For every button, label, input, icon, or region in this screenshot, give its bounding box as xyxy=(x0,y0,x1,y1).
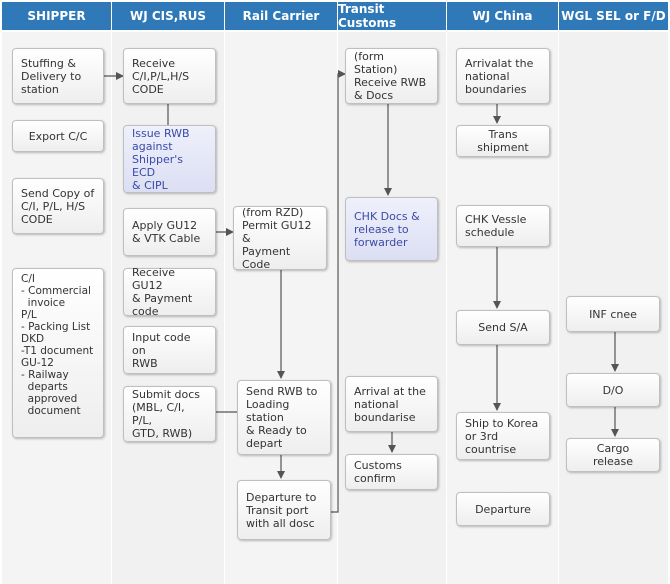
box-permit-gu12: (from RZD) Permit GU12 & Payment Code xyxy=(233,205,327,271)
lane-header-wgl: WGL SEL or F/D xyxy=(559,2,668,30)
box-submit-docs-label: Submit docs (MBL, C/I, P/L, GTD, RWB) xyxy=(132,388,201,440)
box-inf-cnee: INF cnee xyxy=(566,296,660,332)
lane-header-wj-cis: WJ CIS,RUS xyxy=(112,2,225,30)
box-stuffing-delivery-label: Stuffing & Delivery to station xyxy=(21,56,82,96)
box-send-sa-label: Send S/A xyxy=(478,321,528,334)
box-send-copy-label: Send Copy of C/I, P/L, H/S CODE xyxy=(21,186,95,226)
box-receive-ci: Receive C/I,P/L,H/S CODE xyxy=(123,48,216,104)
box-apply-gu12-label: Apply GU12 & VTK Cable xyxy=(132,219,201,245)
box-submit-docs: Submit docs (MBL, C/I, P/L, GTD, RWB) xyxy=(123,386,216,442)
box-send-rwb-label: Send RWB to Loading station & Ready to d… xyxy=(246,385,318,450)
box-arrival-boundarise: Arrival at the national boundarise xyxy=(345,376,438,432)
box-export-cc-label: Export C/C xyxy=(28,129,88,143)
box-chk-docs-label: CHK Docs & release to forwarder xyxy=(354,209,420,249)
box-chk-docs: CHK Docs & release to forwarder xyxy=(345,197,438,261)
lane-header-transit: Transit Customs xyxy=(338,2,447,30)
box-cargo-release-label: Cargo release xyxy=(592,442,634,468)
box-departure-label: Departure xyxy=(475,502,531,516)
box-receive-rwb-label: (form Station) Receive RWB & Docs xyxy=(354,50,427,102)
box-receive-ci-label: Receive C/I,P/L,H/S CODE xyxy=(132,56,190,96)
box-trans-shipment-label: Trans shipment xyxy=(477,128,529,154)
box-trans-shipment: Trans shipment xyxy=(456,125,550,157)
box-input-code-label: Input code on RWB xyxy=(132,330,191,370)
box-do: D/O xyxy=(566,373,660,407)
box-customs-confirm-label: Customs confirm xyxy=(354,459,402,485)
box-input-code: Input code on RWB xyxy=(123,326,216,374)
lane-background-transit xyxy=(338,32,446,584)
box-customs-confirm: Customs confirm xyxy=(345,454,438,490)
box-send-rwb: Send RWB to Loading station & Ready to d… xyxy=(237,380,331,455)
box-chk-vessel-label: CHK Vessle schedule xyxy=(465,213,527,239)
box-cargo-release: Cargo release xyxy=(566,438,660,472)
box-inf-cnee-label: INF cnee xyxy=(589,307,637,321)
box-ship-korea: Ship to Korea or 3rd countrise xyxy=(456,412,550,460)
box-do-label: D/O xyxy=(602,383,624,397)
box-arrival-boundaries: Arrivalat the national boundaries xyxy=(456,48,550,104)
box-document-list: C/I - Commercial invoice P/L - Packing L… xyxy=(12,268,104,438)
box-document-list-label: C/I - Commercial invoice P/L - Packing L… xyxy=(21,273,94,417)
box-issue-rwb: Issue RWB against Shipper's ECD & CIPL xyxy=(123,125,216,193)
lane-header-shipper: SHIPPER xyxy=(2,2,112,30)
lane-header-wj-china: WJ China xyxy=(447,2,559,30)
box-chk-vessel: CHK Vessle schedule xyxy=(456,205,550,247)
box-departure: Departure xyxy=(456,492,550,526)
box-issue-rwb-label: Issue RWB against Shipper's ECD & CIPL xyxy=(132,126,190,192)
box-arrival-boundaries-label: Arrivalat the national boundaries xyxy=(465,56,534,96)
box-departure-transit-label: Departure to Transit port with all dosc xyxy=(246,490,317,530)
box-send-sa: Send S/A xyxy=(456,310,550,345)
box-departure-transit: Departure to Transit port with all dosc xyxy=(237,480,331,540)
box-receive-gu12-label: Receive GU12 & Payment code xyxy=(132,266,193,318)
box-permit-gu12-label: (from RZD) Permit GU12 & Payment Code xyxy=(242,205,312,271)
box-stuffing-delivery: Stuffing & Delivery to station xyxy=(12,48,104,104)
box-export-cc: Export C/C xyxy=(12,120,104,152)
box-apply-gu12: Apply GU12 & VTK Cable xyxy=(123,208,216,256)
box-receive-rwb: (form Station) Receive RWB & Docs xyxy=(345,48,438,104)
box-arrival-boundarise-label: Arrival at the national boundarise xyxy=(354,384,426,424)
box-send-copy: Send Copy of C/I, P/L, H/S CODE xyxy=(12,178,104,234)
box-receive-gu12: Receive GU12 & Payment code xyxy=(123,266,216,318)
lane-header-rail: Rail Carrier xyxy=(225,2,338,30)
box-ship-korea-label: Ship to Korea or 3rd countrise xyxy=(465,416,539,456)
